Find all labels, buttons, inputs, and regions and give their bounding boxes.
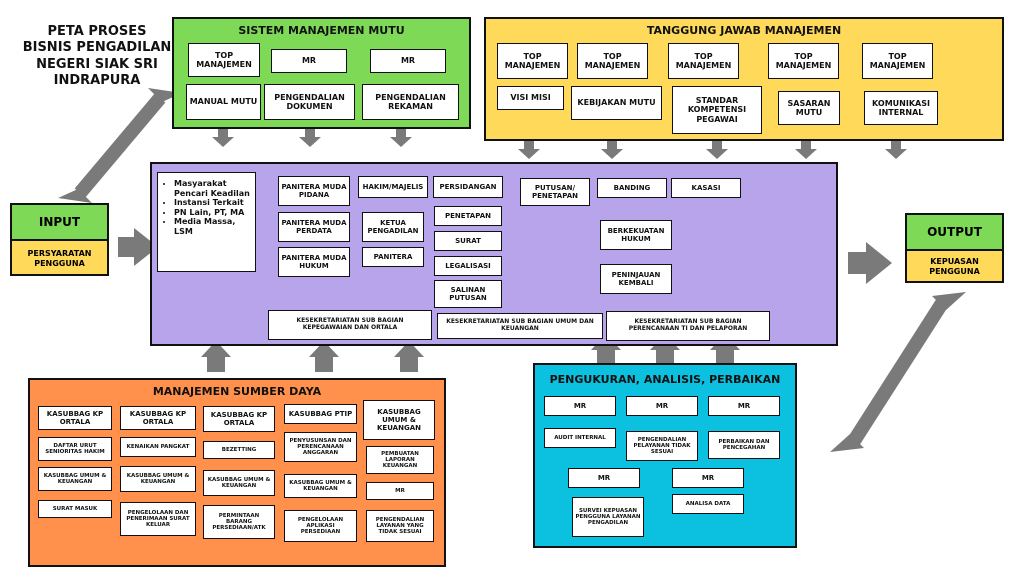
salinan-putusan: SALINAN PUTUSAN (434, 280, 502, 308)
banding: BANDING (597, 178, 667, 198)
pap-analisa-data: ANALISA DATA (672, 494, 744, 514)
pap-pengendalian-pelayanan: PENGENDALIAN PELAYANAN TIDAK SESUAI (626, 431, 698, 461)
hakim-majelis: HAKIM/MAJELIS (358, 176, 428, 198)
tjm-bottom-3: STANDAR KOMPETENSI PEGAWAI (672, 86, 762, 134)
stakeholder-item: Masyarakat Pencari Keadilan (174, 179, 251, 198)
pap-audit-internal: AUDIT INTERNAL (544, 428, 616, 448)
pap-title: PENGUKURAN, ANALISIS, PERBAIKAN (549, 373, 781, 386)
tjm-bottom-1: VISI MISI (497, 86, 564, 110)
msd-c4-3: KASUBBAG UMUM & KEUANGAN (284, 474, 357, 498)
arrow-main-output (848, 242, 892, 284)
tjm-bottom-2: KEBIJAKAN MUTU (571, 86, 662, 120)
tjm-bottom-4: SASARAN MUTU (778, 91, 840, 125)
input-label: PERSYARATAN PENGGUNA (27, 249, 92, 268)
pap-mr-3: MR (708, 396, 780, 416)
panitera-muda-hukum: PANITERA MUDA HUKUM (278, 247, 350, 277)
msd-c5-2: PEMBUATAN LAPORAN KEUANGAN (366, 446, 434, 474)
tjm-bottom-5: KOMUNIKASI INTERNAL (864, 91, 938, 125)
msd-c4-4: PENGELOLAAN APLIKASI PERSEDIAAN (284, 510, 357, 542)
output-box: OUTPUT KEPUASAN PENGGUNA (905, 213, 1004, 283)
msd-c4-1: KASUBBAG PTIP (284, 404, 357, 424)
diagram-title: PETA PROSES BISNIS PENGADILAN NEGERI SIA… (22, 24, 172, 88)
persidangan: PERSIDANGAN (433, 176, 503, 198)
kesek-umum: KESEKRETARIATAN SUB BAGIAN UMUM DAN KEUA… (437, 313, 603, 339)
msd-c3-3: KASUBBAG UMUM & KEUANGAN (203, 470, 275, 496)
kesek-perencanaan: KESEKRETARIATAN SUB BAGIAN PERENCANAAN T… (606, 311, 770, 341)
tjm-top-5: TOP MANAJEMEN (862, 43, 933, 79)
tjm-top-4: TOP MANAJEMEN (768, 43, 839, 79)
berkekuatan-hukum: BERKEKUATAN HUKUM (600, 220, 672, 250)
tjm-top-2: TOP MANAJEMEN (577, 43, 648, 79)
arrows-tjm-down (518, 140, 907, 159)
pap-mr-2: MR (626, 396, 698, 416)
smm-bottom-1: MANUAL MUTU (186, 84, 261, 120)
msd-c2-2: KENAIKAN PANGKAT (120, 437, 196, 457)
stakeholder-item: Instansi Terkait (174, 198, 251, 208)
arrow-output-pap (830, 292, 966, 452)
peninjauan-kembali: PENINJAUAN KEMBALI (600, 264, 672, 294)
tjm-top-1: TOP MANAJEMEN (497, 43, 568, 79)
pap-perbaikan-pencegahan: PERBAIKAN DAN PENCEGAHAN (708, 431, 780, 459)
msd-c3-4: PERMINTAAN BARANG PERSEDIAAN/ATK (203, 505, 275, 539)
pap-mr-5: MR (672, 468, 744, 488)
msd-c4-2: PENYUSUNSAN DAN PERENCANAAN ANGGARAN (284, 432, 357, 462)
stakeholders-box: Masyarakat Pencari Keadilan Instansi Ter… (157, 172, 256, 272)
msd-c2-3: KASUBBAG UMUM & KEUANGAN (120, 466, 196, 492)
smm-bottom-3: PENGENDALIAN REKAMAN (362, 84, 459, 120)
msd-c2-4: PENGELOLAAN DAN PENERIMAAN SURAT KELUAR (120, 502, 196, 536)
smm-top-1: TOP MANAJEMEN (188, 43, 260, 77)
tjm-title: TANGGUNG JAWAB MANAJEMEN (646, 24, 842, 37)
msd-c2-1: KASUBBAG KP ORTALA (120, 406, 196, 430)
panitera-muda-pidana: PANITERA MUDA PIDANA (278, 176, 350, 206)
smm-top-2: MR (271, 49, 347, 73)
smm-bottom-2: PENGENDALIAN DOKUMEN (264, 84, 355, 120)
pap-mr-1: MR (544, 396, 616, 416)
output-label: KEPUASAN PENGGUNA (929, 257, 980, 276)
input-box: INPUT PERSYARATAN PENGGUNA (10, 203, 109, 276)
tjm-top-3: TOP MANAJEMEN (668, 43, 739, 79)
kesek-kepegawaian: KESEKRETARIATAN SUB BAGIAN KEPEGAWAIAN D… (268, 310, 432, 340)
msd-c1-2: DAFTAR URUT SENIORITAS HAKIM (38, 437, 112, 461)
panitera: PANITERA (362, 247, 424, 267)
msd-c5-3: MR (366, 482, 434, 500)
msd-title: MANAJEMEN SUMBER DAYA (152, 385, 322, 398)
pap-mr-4: MR (568, 468, 640, 488)
msd-c1-4: SURAT MASUK (38, 500, 112, 518)
legalisasi: LEGALISASI (434, 256, 502, 276)
putusan-penetapan: PUTUSAN/ PENETAPAN (520, 178, 590, 206)
penetapan: PENETAPAN (434, 206, 502, 226)
arrows-smm-down (212, 128, 412, 147)
ketua-pengadilan: KETUA PENGADILAN (362, 212, 424, 242)
msd-c5-1: KASUBBAG UMUM & KEUANGAN (363, 400, 435, 440)
stakeholder-item: Media Massa, LSM (174, 217, 251, 236)
pap-survei-kepuasan: SURVEI KEPUASAN PENGGUNA LAYANAN PENGADI… (572, 497, 644, 537)
stakeholder-item: PN Lain, PT, MA (174, 208, 251, 218)
msd-c3-2: BEZETTING (203, 441, 275, 459)
input-title: INPUT (12, 205, 107, 241)
msd-c1-3: KASUBBAG UMUM & KEUANGAN (38, 467, 112, 491)
msd-c5-4: PENGENDALIAN LAYANAN YANG TIDAK SESUAI (366, 510, 434, 542)
surat: SURAT (434, 231, 502, 251)
output-title: OUTPUT (907, 215, 1002, 251)
stakeholder-list: Masyarakat Pencari Keadilan Instansi Ter… (162, 179, 251, 237)
msd-c3-1: KASUBBAG KP ORTALA (203, 406, 275, 432)
panitera-muda-perdata: PANITERA MUDA PERDATA (278, 212, 350, 242)
msd-c1-1: KASUBBAG KP ORTALA (38, 406, 112, 430)
smm-top-3: MR (370, 49, 446, 73)
smm-title: SISTEM MANAJEMEN MUTU (238, 24, 405, 37)
kasasi: KASASI (671, 178, 741, 198)
